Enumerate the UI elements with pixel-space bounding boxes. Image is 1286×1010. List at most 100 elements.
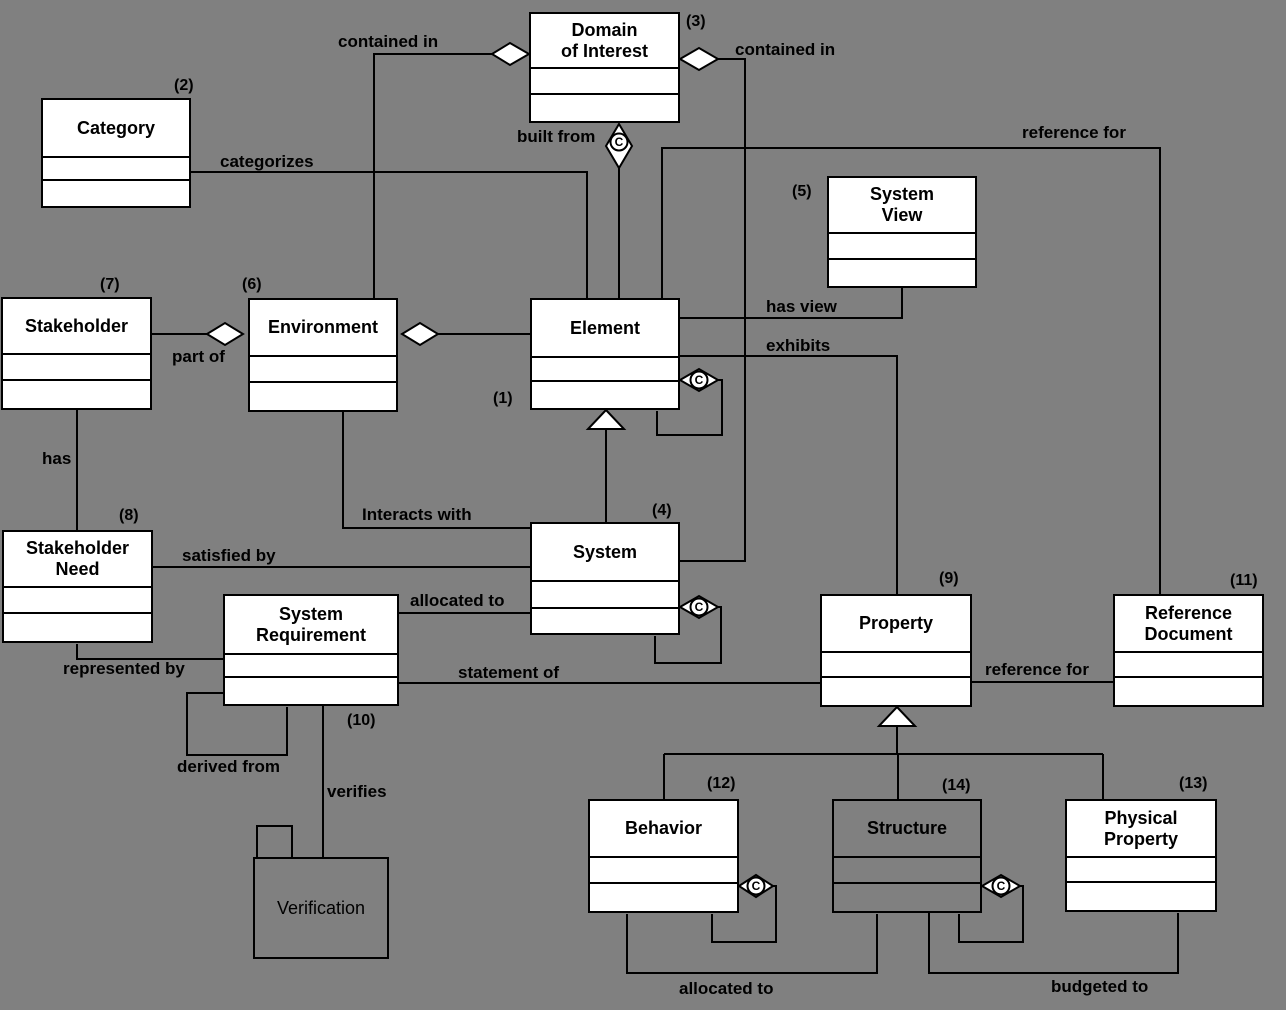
class-number-category: (2) — [174, 77, 194, 94]
class-title: System — [532, 524, 678, 582]
class-title: Stakeholder Need — [4, 532, 151, 588]
relationship-exhibits — [680, 355, 898, 594]
attributes-compartment — [1067, 858, 1215, 883]
class-physical-property: Physical Property — [1065, 799, 1217, 912]
relationship-derived-from — [186, 692, 288, 756]
class-environment: Environment — [248, 298, 398, 412]
edge-label-interacts-with: Interacts with — [362, 505, 472, 524]
attributes-compartment — [225, 655, 397, 678]
relationship-reference-for-element — [661, 147, 1161, 594]
class-title: System View — [829, 178, 975, 234]
class-stakeholder-need: Stakeholder Need — [2, 530, 153, 643]
class-stakeholder: Stakeholder — [1, 297, 152, 410]
class-title: Verification — [276, 897, 366, 918]
class-title: Physical Property — [1067, 801, 1215, 858]
relationship-represented-by — [76, 644, 223, 660]
attributes-compartment — [250, 357, 396, 383]
class-title: Stakeholder — [3, 299, 150, 355]
relationship-categorizes — [191, 171, 588, 298]
attributes-compartment — [3, 355, 150, 381]
edge-label-allocated-to-top: allocated to — [410, 591, 505, 610]
class-number-stakeholder: (7) — [100, 276, 120, 293]
composed-of-c-glyph: C — [695, 373, 704, 387]
attributes-compartment — [43, 158, 189, 181]
class-structure: Structure — [832, 799, 982, 913]
class-property: Property — [820, 594, 972, 707]
class-title: Structure — [834, 801, 980, 858]
relationship-interacts-with — [342, 412, 530, 529]
attributes-compartment — [590, 858, 737, 884]
edge-label-allocated-to-bottom: allocated to — [679, 979, 774, 998]
edge-label-categorizes: categorizes — [220, 152, 314, 171]
class-behavior: Behavior — [588, 799, 739, 913]
composition-c-diamond-icon — [604, 122, 634, 170]
composed-of-c-glyph: C — [752, 879, 761, 893]
relationship-allocated-to-bottom — [626, 914, 878, 974]
operations-compartment — [531, 95, 678, 121]
class-number-reference-document: (11) — [1230, 572, 1258, 589]
edge-label-part-of: part of — [172, 347, 225, 366]
aggregation-diamond-icon — [205, 321, 245, 347]
class-number-domain-of-interest: (3) — [686, 13, 706, 30]
operations-compartment — [834, 884, 980, 911]
aggregation-diamond-icon — [678, 46, 720, 72]
class-domain-of-interest: Domain of Interest — [529, 12, 680, 123]
class-system-requirement: System Requirement — [223, 594, 399, 706]
attributes-compartment — [834, 858, 980, 884]
class-title: System Requirement — [225, 596, 397, 655]
class-title: Reference Document — [1115, 596, 1262, 653]
operations-compartment — [3, 381, 150, 408]
operations-compartment — [590, 884, 737, 911]
composed-of-c-glyph: C — [997, 879, 1006, 893]
operations-compartment — [829, 260, 975, 286]
edge-label-contained-in-right: contained in — [735, 40, 836, 59]
class-reference-document: Reference Document — [1113, 594, 1264, 707]
class-verification: Verification — [253, 857, 389, 959]
class-number-property: (9) — [939, 570, 959, 587]
edge-label-budgeted-to: budgeted to — [1051, 977, 1149, 996]
attributes-compartment — [531, 69, 678, 95]
composition-c-diamond-icon — [980, 873, 1022, 899]
attributes-compartment — [532, 582, 678, 609]
relationship-has-view — [680, 288, 903, 319]
generalization-triangle-icon — [876, 705, 918, 727]
relationship-property-generalization — [663, 726, 1104, 799]
operations-compartment — [4, 614, 151, 641]
class-title: Domain of Interest — [531, 14, 678, 69]
verification-package-tab — [256, 825, 293, 859]
attributes-compartment — [829, 234, 975, 260]
relationship-contained-in-left — [373, 53, 492, 298]
operations-compartment — [1115, 678, 1262, 705]
attributes-compartment — [4, 588, 151, 614]
class-category: Category — [41, 98, 191, 208]
operations-compartment — [532, 609, 678, 633]
class-number-system: (4) — [652, 502, 672, 519]
class-number-stakeholder-need: (8) — [119, 507, 139, 524]
edge-label-derived-from: derived from — [177, 757, 280, 776]
class-number-structure: (14) — [942, 777, 971, 794]
operations-compartment — [532, 382, 678, 408]
class-number-environment: (6) — [242, 276, 262, 293]
edge-label-reference-for-right: reference for — [985, 660, 1089, 679]
edge-label-built-from: built from — [517, 127, 596, 146]
generalization-triangle-icon — [585, 408, 627, 430]
class-title: Property — [822, 596, 970, 653]
relationship-element-self — [656, 379, 723, 436]
class-number-element: (1) — [493, 390, 513, 407]
composition-c-diamond-icon — [678, 367, 720, 393]
composed-of-c-glyph: C — [615, 135, 624, 149]
class-title: Category — [43, 100, 189, 158]
operations-compartment — [1067, 883, 1215, 910]
operations-compartment — [822, 678, 970, 705]
aggregation-diamond-icon — [490, 41, 531, 67]
relationship-system-self — [654, 606, 722, 664]
relationship-contained-in-right — [680, 58, 746, 562]
class-title: Environment — [250, 300, 396, 357]
class-element: Element — [530, 298, 680, 410]
class-number-behavior: (12) — [707, 775, 736, 792]
attributes-compartment — [822, 653, 970, 678]
relationship-structure-self — [958, 885, 1024, 943]
class-system: System — [530, 522, 680, 635]
